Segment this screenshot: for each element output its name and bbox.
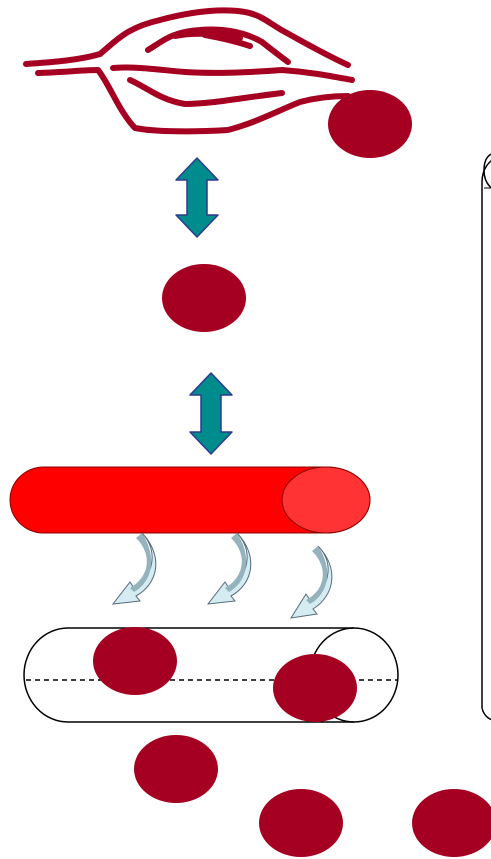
- bottom-dot-1: [134, 735, 218, 803]
- middle-dot: [162, 264, 246, 332]
- fibrous-strands-icon: [23, 7, 355, 135]
- cylinder-dot-left: [93, 627, 177, 695]
- curved-down-arrow-icon-2: [206, 532, 252, 605]
- curved-down-arrow-icon-3: [289, 545, 333, 619]
- bottom-dot-3: [412, 789, 491, 857]
- bottom-dot-2: [259, 789, 343, 857]
- double-headed-arrow-icon: [175, 157, 219, 238]
- top-right-dot: [328, 90, 412, 158]
- double-headed-arrow-icon-lower: [189, 372, 233, 455]
- scroll-shape-icon: [481, 153, 491, 721]
- curved-down-arrow-icon-1: [111, 532, 157, 605]
- cylinder-dot-right: [273, 654, 357, 722]
- red-cylinder-icon: [9, 466, 371, 534]
